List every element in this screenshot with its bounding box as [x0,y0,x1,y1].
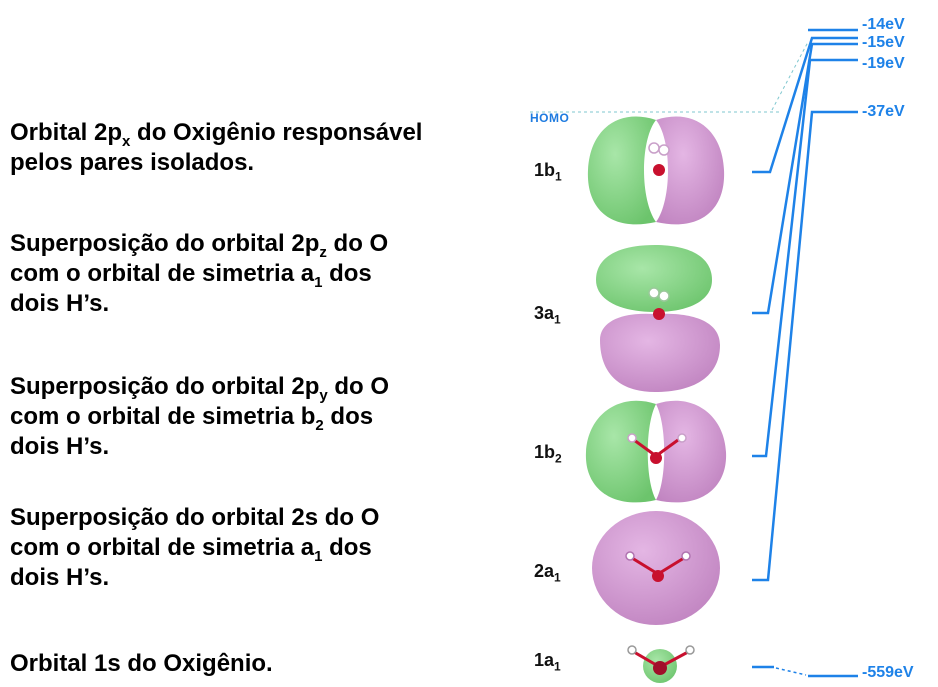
energy-label-559: -559eV [862,664,914,681]
description-line: dois H’s. [10,563,379,593]
lobe-1b1-green [587,116,656,225]
subscript: 1 [314,273,323,291]
subscript: z [319,243,327,261]
description-1a1: Orbital 1s do Oxigênio. [10,649,273,679]
lobe-3a1-pink [600,313,720,392]
orbital-label-main: 1a [534,650,555,670]
lobe-1b1-pink [656,116,725,225]
subscript: 1 [314,547,323,565]
description-line: com o orbital de simetria b2 dos [10,402,389,434]
energy-label-19: -19eV [862,55,905,72]
level-line-2a1 [752,110,858,582]
text-segment: Orbital 2p [10,119,123,146]
orbital-3a1-shape [596,245,720,392]
atom-h [648,287,660,299]
orbital-label-sub: 1 [555,169,562,184]
text-segment: Superposição do orbital 2s do O [10,504,380,531]
atom-o [653,164,665,176]
description-line: Orbital 1s do Oxigênio. [10,649,273,679]
atom-h [685,645,695,655]
description-line: com o orbital de simetria a1 dos [10,533,379,565]
atom-h [658,290,670,302]
description-line: pelos pares isolados. [10,148,422,178]
atom-h [677,433,687,443]
orbital-label-sub: 1 [554,312,561,327]
lobe-1b2-pink [656,400,727,503]
atom-o [652,570,664,582]
text-segment: dois H’s. [10,564,110,591]
orbital-1a1-shape [627,645,695,683]
text-segment: dos [322,534,372,561]
level-line-1b1 [752,36,858,174]
orbital-label-main: 1b [534,160,556,180]
description-line: com o orbital de simetria a1 dos [10,259,388,291]
atom-o [650,452,662,464]
lobe-1b2-green [585,400,656,503]
description-line: Superposição do orbital 2pz do O [10,229,389,261]
atom-o [653,308,665,320]
description-line: Superposição do orbital 2s do O [10,503,379,533]
description-line: dois H’s. [10,432,389,462]
text-segment: dois H’s. [10,433,110,460]
orbital-label-1b1: 1b1 [534,160,562,184]
text-segment: dos [322,260,372,287]
text-segment: do Oxigênio responsável [130,119,423,146]
orbital-1b1-shape [587,116,725,225]
orbital-label-1b2: 1b2 [534,442,562,466]
level-line-1b2 [752,58,858,458]
atom-h [658,144,670,156]
text-segment: do O [326,230,389,257]
orbital-label-1a1: 1a1 [534,650,561,674]
lobe-2a1-pink [592,511,720,625]
orbital-label-3a1: 3a1 [534,303,561,327]
text-segment: do O [327,373,390,400]
text-segment: Superposição do orbital 2p [10,230,320,257]
subscript: 2 [315,416,324,434]
homo-label: HOMO [530,111,570,125]
atom-h [648,142,660,154]
atom-h [625,551,635,561]
connector-dashed-line [771,41,809,111]
orbital-label-sub: 1 [554,570,561,585]
text-segment: pelos pares isolados. [10,149,255,176]
energy-level-lines [752,28,858,678]
energy-label-14: -14eV [862,16,905,33]
atom-h [681,551,691,561]
description-line: Superposição do orbital 2py do O [10,372,390,404]
atom-h [627,645,637,655]
subscript: x [122,132,131,150]
atom-o [653,661,667,675]
text-segment: com o orbital de simetria a [10,534,315,561]
text-segment: dois H’s. [10,290,110,317]
orbital-label-sub: 2 [555,451,562,466]
description-line: Orbital 2px do Oxigênio responsável [10,118,423,150]
orbital-label-2a1: 2a1 [534,561,561,585]
orbital-label-sub: 1 [554,659,561,674]
atom-h [627,433,637,443]
orbital-label-main: 2a [534,561,555,581]
level-line-559-dashed [775,667,807,676]
level-line-3a1 [752,42,858,315]
text-segment: dos [323,403,374,430]
orbital-2a1-shape [592,511,720,625]
text-segment: Superposição do orbital 2p [10,373,320,400]
orbital-label-main: 1b [534,442,556,462]
orbital-label-main: 3a [534,303,555,323]
text-segment: com o orbital de simetria a [10,260,315,287]
description-line: dois H’s. [10,289,388,319]
text-segment: Orbital 1s do Oxigênio. [10,650,273,677]
lobe-3a1-green [596,245,712,312]
orbital-1b2-shape [585,400,727,503]
energy-label-37: -37eV [862,103,905,120]
subscript: y [319,386,328,404]
energy-label-15: -15eV [862,34,905,51]
text-segment: com o orbital de simetria b [10,403,316,430]
